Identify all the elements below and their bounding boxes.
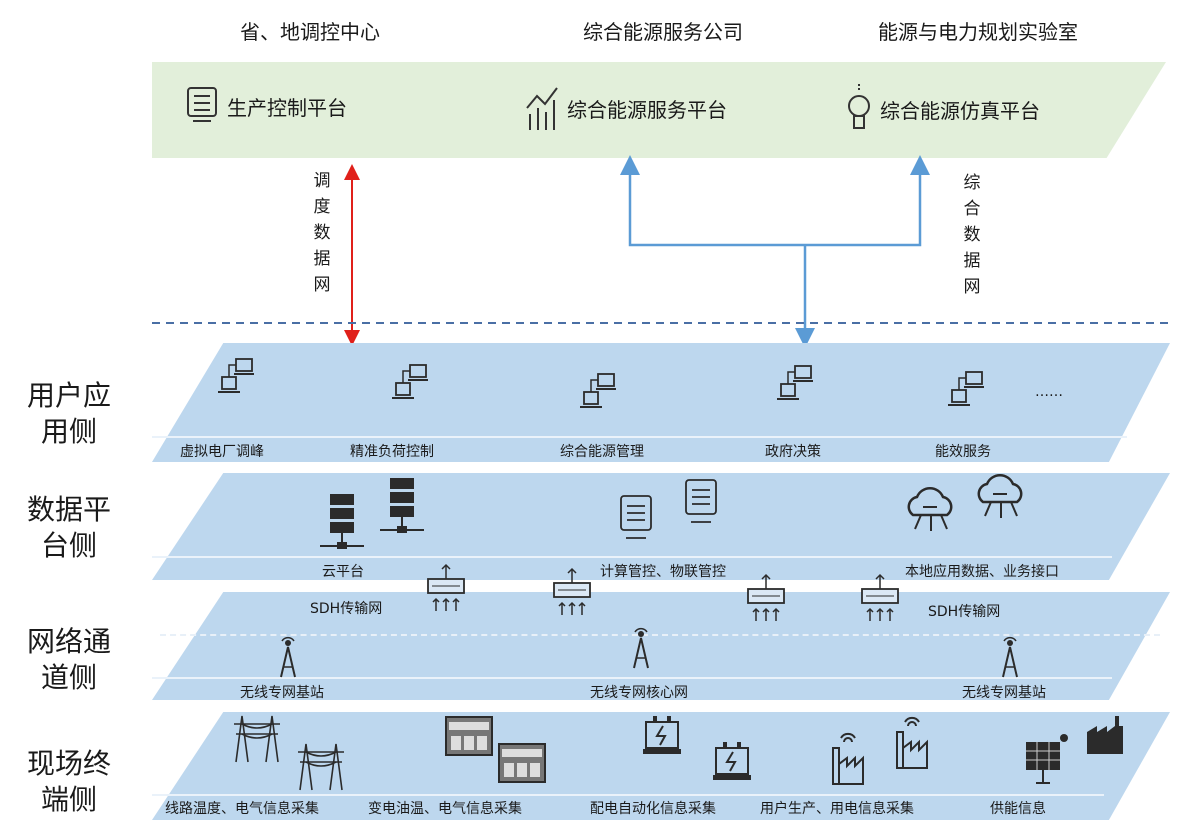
transmission-tower-icon xyxy=(296,740,346,794)
data-item-cloud: 云平台 xyxy=(322,564,364,580)
computer-icon xyxy=(948,370,988,414)
base-station-left: 无线专网基站 xyxy=(240,685,324,701)
data-item-local-data: 本地应用数据、业务接口 xyxy=(905,564,1059,580)
user-item-ellipsis: …… xyxy=(1035,384,1063,400)
side-label-data: 数据平台侧 xyxy=(26,493,111,562)
user-item-government: 政府决策 xyxy=(765,444,821,460)
transmission-switch-icon xyxy=(860,573,900,637)
transmission-tower-icon xyxy=(232,712,282,766)
antenna-tower-icon xyxy=(278,636,298,681)
transmission-switch-icon xyxy=(426,563,466,627)
computer-icon xyxy=(392,363,432,407)
solar-panel-icon xyxy=(1024,730,1072,790)
data-item-compute-iot: 计算管控、物联管控 xyxy=(600,564,726,580)
transmission-switch-icon xyxy=(746,573,786,637)
user-application-layer xyxy=(152,343,1170,462)
smart-factory-icon xyxy=(895,712,929,772)
field-item-substation: 变电油温、电气信息采集 xyxy=(368,801,522,817)
side-label-field: 现场终端侧 xyxy=(26,747,111,816)
platform-panel-service xyxy=(435,62,830,158)
platform-service-label: 综合能源服务平台 xyxy=(567,97,727,122)
growth-chart-icon xyxy=(526,87,558,130)
control-panel-icon xyxy=(187,87,217,122)
transformer-icon xyxy=(643,716,681,760)
layer-divider xyxy=(152,677,1112,679)
field-item-line: 线路温度、电气信息采集 xyxy=(165,801,319,817)
user-item-efficiency: 能效服务 xyxy=(935,444,991,460)
network-channel-layer xyxy=(152,592,1170,700)
platform-production-label: 生产控制平台 xyxy=(227,95,347,120)
side-label-network: 网络通道侧 xyxy=(26,625,111,694)
platform-panel-simulation xyxy=(770,62,1166,158)
user-item-load-control: 精准负荷控制 xyxy=(350,444,434,460)
lightbulb-icon xyxy=(848,84,870,129)
computer-icon xyxy=(777,364,817,408)
field-item-user: 用户生产、用电信息采集 xyxy=(760,801,914,817)
antenna-tower-icon xyxy=(631,627,651,672)
core-network: 无线专网核心网 xyxy=(590,685,688,701)
smart-factory-icon xyxy=(831,728,865,788)
control-panel-icon xyxy=(683,478,719,532)
layer-divider xyxy=(152,436,1127,438)
computer-icon xyxy=(580,372,620,416)
sdh-network-left: SDH传输网 xyxy=(310,601,383,617)
server-icon xyxy=(320,494,364,558)
header-planning-lab: 能源与电力规划实验室 xyxy=(878,20,1078,44)
cloud-network-icon xyxy=(905,485,957,539)
transmission-switch-icon xyxy=(552,567,592,631)
layer-divider xyxy=(152,556,1112,558)
field-item-supply: 供能信息 xyxy=(990,801,1046,817)
computer-icon xyxy=(218,357,258,401)
dispatch-network-label: 调度数据网 xyxy=(313,171,331,295)
power-plant-icon xyxy=(1085,714,1125,758)
cloud-network-icon xyxy=(975,472,1027,526)
integrated-network-label: 综合数据网 xyxy=(963,173,981,297)
control-panel-icon xyxy=(618,494,654,548)
side-label-user: 用户应用侧 xyxy=(26,379,111,448)
substation-icon xyxy=(498,743,546,787)
platform-production[interactable]: 生产控制平台 xyxy=(185,86,347,126)
field-item-distribution: 配电自动化信息采集 xyxy=(590,801,716,817)
transformer-icon xyxy=(713,742,751,786)
substation-icon xyxy=(445,716,493,760)
integrated-network-line xyxy=(620,155,930,247)
user-item-vpp: 虚拟电厂调峰 xyxy=(180,444,264,460)
data-platform-layer xyxy=(152,473,1170,580)
platform-simulation-label: 综合能源仿真平台 xyxy=(880,98,1040,123)
server-icon xyxy=(380,478,424,542)
platform-service[interactable]: 综合能源服务平台 xyxy=(525,86,727,130)
platform-simulation[interactable]: 综合能源仿真平台 xyxy=(846,82,1040,136)
header-energy-service-company: 综合能源服务公司 xyxy=(583,20,743,44)
network-divider xyxy=(160,634,1160,636)
antenna-tower-icon xyxy=(1000,636,1020,681)
base-station-right: 无线专网基站 xyxy=(962,685,1046,701)
header-dispatch-center: 省、地调控中心 xyxy=(240,20,380,44)
layer-divider xyxy=(152,794,1104,796)
user-item-energy-management: 综合能源管理 xyxy=(560,444,644,460)
sdh-network-right: SDH传输网 xyxy=(928,604,1001,620)
